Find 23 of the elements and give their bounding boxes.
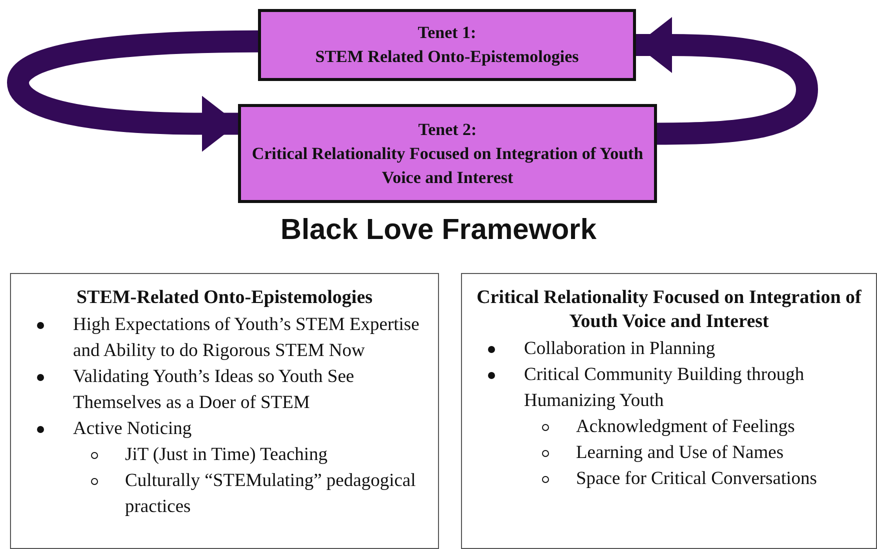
list-item: High Expectations of Youth’s STEM Expertise and Ability to do Rigorous STEM Now bbox=[73, 315, 420, 361]
panel-heading: Critical Relationality Focused on Integration of Youth Voice and Interest bbox=[476, 286, 862, 334]
tenet-box bbox=[258, 9, 636, 81]
list-item: Learning and Use of Names bbox=[576, 443, 784, 463]
list-item: Active Noticing bbox=[73, 419, 192, 439]
panel-heading: STEM-Related Onto-Epistemologies bbox=[75, 286, 374, 310]
tenet-label: Tenet 2: bbox=[417, 118, 478, 140]
curved-arrow bbox=[7, 30, 258, 152]
tenet-text: Critical Relationality Focused on Integration of Youth Voice and Interest bbox=[251, 142, 644, 188]
curved-arrow bbox=[636, 17, 818, 145]
list-item: Validating Youth’s Ideas so Youth See Themselves as a Doer of STEM bbox=[73, 367, 354, 413]
text-panel bbox=[461, 273, 877, 549]
tenet-box bbox=[238, 104, 657, 203]
text-panel bbox=[10, 273, 439, 549]
list-item: Critical Community Building through Humanizing Youth bbox=[524, 365, 804, 411]
tenet-label: Tenet 1: bbox=[416, 22, 478, 44]
list-item: Acknowledgment of Feelings bbox=[576, 417, 795, 437]
tenet-text: STEM Related Onto-Epistemologies bbox=[314, 46, 580, 68]
list-item: Space for Critical Conversations bbox=[576, 469, 817, 489]
list-item: Collaboration in Planning bbox=[524, 339, 716, 359]
diagram-title: Black Love Framework bbox=[280, 213, 598, 248]
list-item: Culturally “STEMulating” pedagogical practices bbox=[125, 471, 416, 517]
list-item: JiT (Just in Time) Teaching bbox=[125, 445, 328, 465]
